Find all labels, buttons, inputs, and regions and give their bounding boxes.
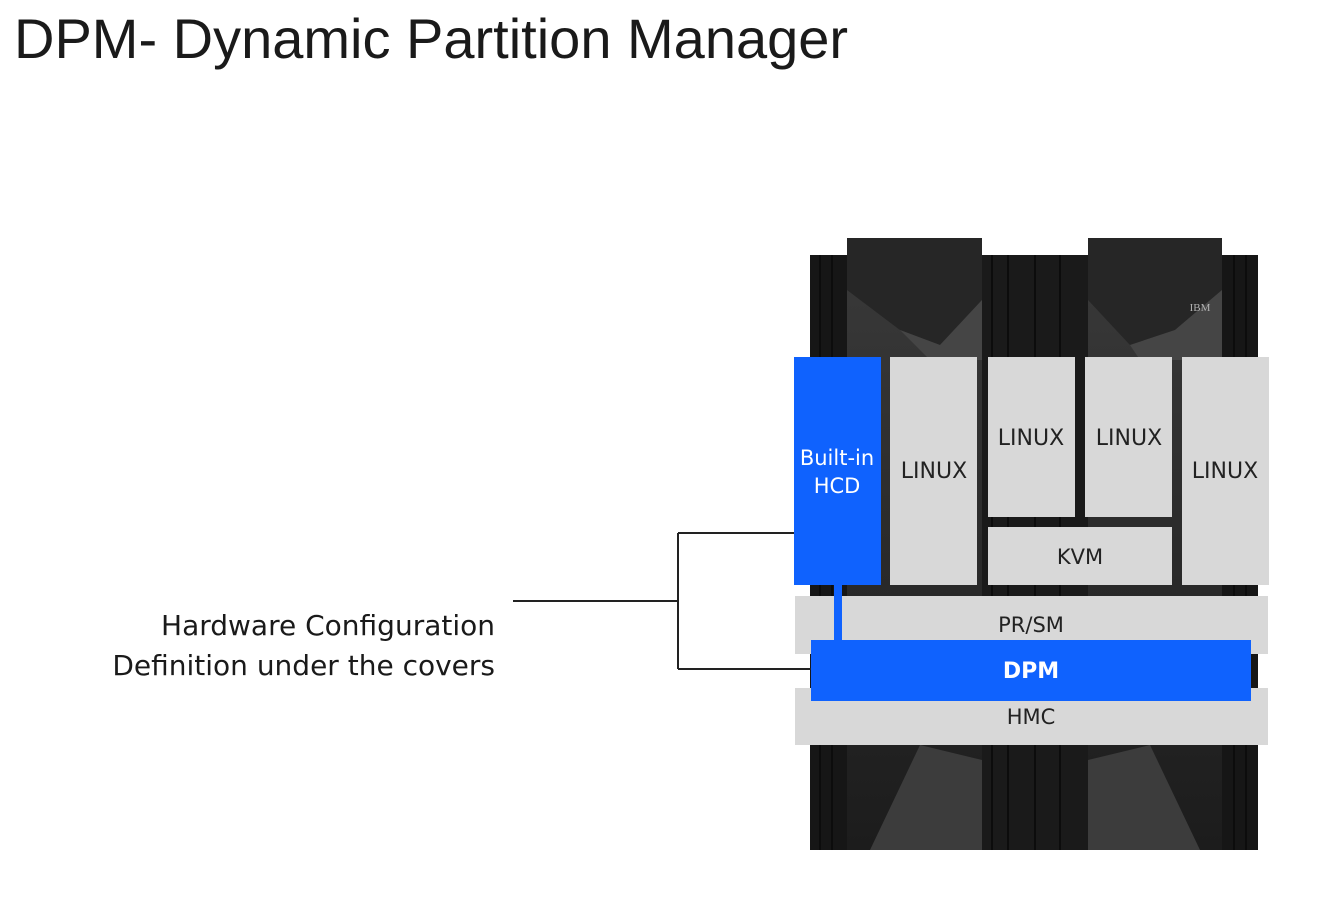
linux-label-4: LINUX bbox=[1192, 459, 1258, 484]
hcd-label-line2: HCD bbox=[814, 474, 861, 498]
linux-label-1: LINUX bbox=[901, 459, 967, 484]
caption-line-1: Hardware Configuration bbox=[161, 609, 495, 642]
hcd-dpm-connector bbox=[834, 585, 842, 641]
door-right-facet bbox=[1088, 238, 1222, 345]
hcd-label-line1: Built-in bbox=[800, 446, 874, 470]
linux-block-2 bbox=[988, 357, 1075, 517]
block-labels: Built-in HCD LINUX LINUX LINUX LINUX KVM… bbox=[800, 426, 1258, 729]
dpm-label: DPM bbox=[1003, 659, 1059, 684]
linux-label-2: LINUX bbox=[998, 426, 1064, 451]
kvm-block bbox=[988, 527, 1172, 585]
linux-label-3: LINUX bbox=[1096, 426, 1162, 451]
door-right-facet-bottom bbox=[1088, 745, 1200, 850]
door-left-facet bbox=[847, 238, 982, 345]
partition-blocks bbox=[794, 357, 1269, 745]
dpm-block bbox=[811, 640, 1251, 701]
slide-title: DPM- Dynamic Partition Manager bbox=[14, 7, 849, 70]
door-left-facet-bottom bbox=[870, 745, 982, 850]
linux-block-3 bbox=[1085, 357, 1172, 517]
kvm-label: KVM bbox=[1057, 545, 1103, 569]
hmc-label: HMC bbox=[1007, 705, 1056, 729]
built-in-hcd-block bbox=[794, 357, 881, 585]
door-right-facet-light bbox=[1130, 290, 1222, 360]
ibm-logo: IBM bbox=[1190, 302, 1211, 314]
door-left-facet-light bbox=[900, 300, 982, 360]
linux-block-4 bbox=[1182, 357, 1269, 585]
linux-block-1 bbox=[890, 357, 977, 585]
callout-bracket bbox=[513, 532, 811, 670]
caption-line-2: Definition under the covers bbox=[112, 649, 495, 682]
callout-caption: Hardware Configuration Definition under … bbox=[112, 606, 495, 686]
prsm-label: PR/SM bbox=[998, 613, 1064, 637]
